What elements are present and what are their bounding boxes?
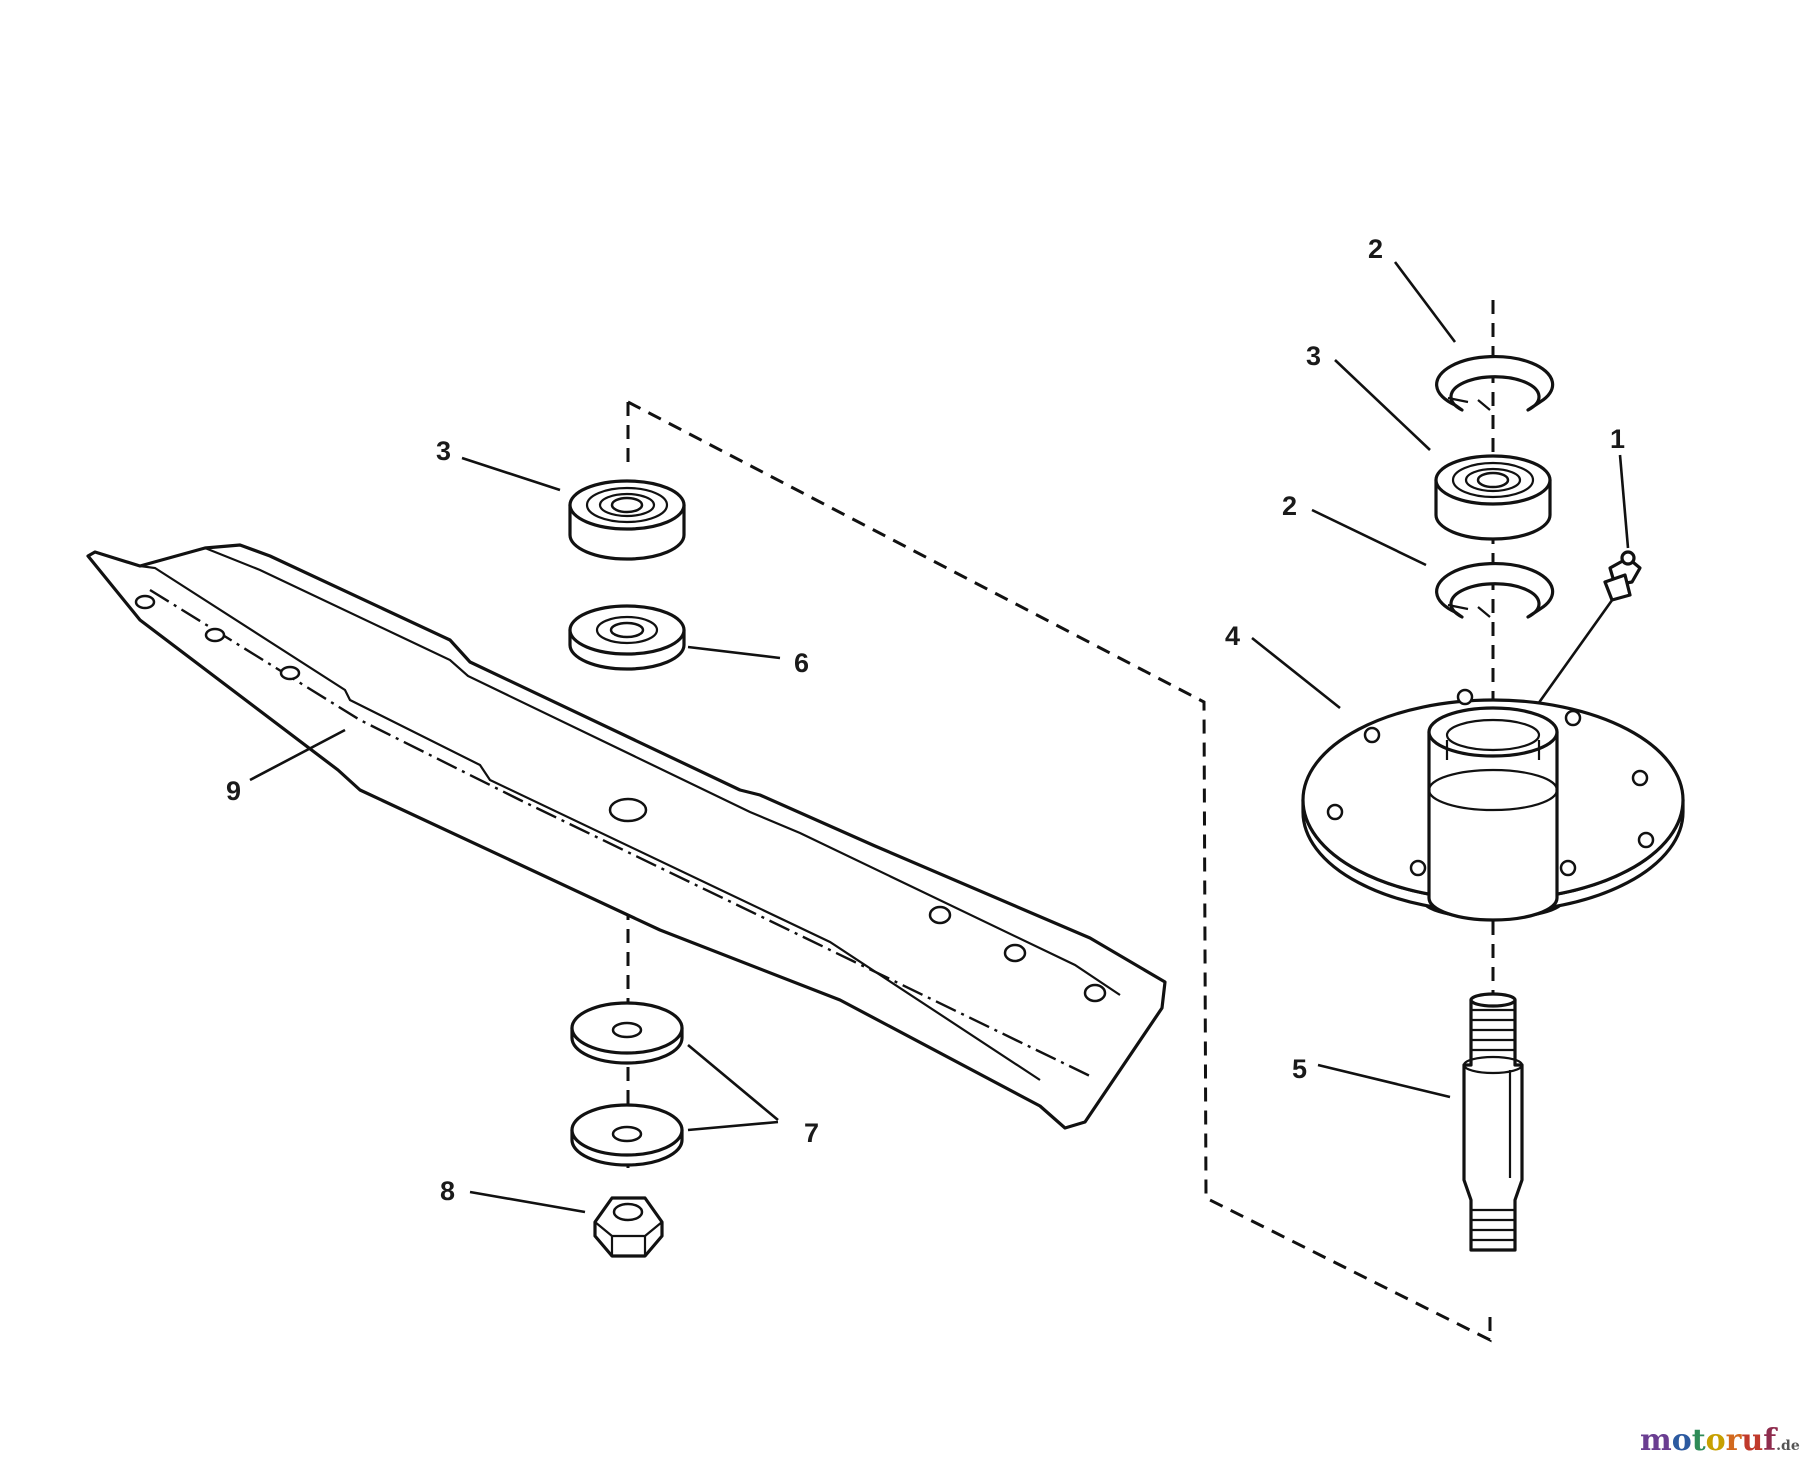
callout-9: 9 xyxy=(226,776,241,806)
spindle-housing xyxy=(1301,688,1685,922)
grease-fitting xyxy=(1526,550,1642,719)
callout-6: 6 xyxy=(794,648,809,678)
callout-3-blade-bearing: 3 xyxy=(436,436,451,466)
snap-ring-upper xyxy=(1435,354,1555,412)
callout-5: 5 xyxy=(1292,1054,1307,1084)
watermark-text: motoruf.de xyxy=(1640,1423,1800,1458)
washer-lower xyxy=(570,1103,684,1167)
callout-8: 8 xyxy=(440,1176,455,1206)
watermark-letter: o xyxy=(1672,1423,1692,1458)
hex-nut xyxy=(593,1196,664,1258)
watermark-letter: m xyxy=(1640,1423,1672,1458)
blade-spacer xyxy=(568,604,686,671)
assembly-guide-lines xyxy=(626,300,1495,1343)
callout-2-lower: 2 xyxy=(1282,491,1297,521)
callout-2-upper: 2 xyxy=(1368,234,1383,264)
watermark-letter: t xyxy=(1692,1423,1706,1458)
watermark-letter: f xyxy=(1763,1423,1778,1458)
blade-center-hole xyxy=(608,797,648,823)
callout-3-spindle-bearing: 3 xyxy=(1306,341,1321,371)
watermark-letter: u xyxy=(1741,1423,1763,1458)
callout-1: 1 xyxy=(1610,424,1625,454)
motoruf-watermark-logo: motoruf.de xyxy=(1640,1423,1800,1458)
watermark-suffix: .de xyxy=(1776,1438,1800,1454)
callout-labels: 3 6 9 7 8 2 3 1 2 4 5 xyxy=(226,234,1625,1206)
washer-upper xyxy=(570,1001,684,1065)
blade-bearing xyxy=(568,479,686,561)
leader-lines xyxy=(249,261,1630,1214)
watermark-letter: r xyxy=(1726,1423,1743,1458)
mower-blade xyxy=(86,543,1167,1130)
callout-4: 4 xyxy=(1225,621,1240,651)
callout-7: 7 xyxy=(804,1118,819,1148)
snap-ring-lower xyxy=(1435,561,1555,619)
watermark-letter: o xyxy=(1706,1423,1726,1458)
spindle-shaft xyxy=(1462,992,1524,1252)
spindle-bearing xyxy=(1434,454,1552,541)
